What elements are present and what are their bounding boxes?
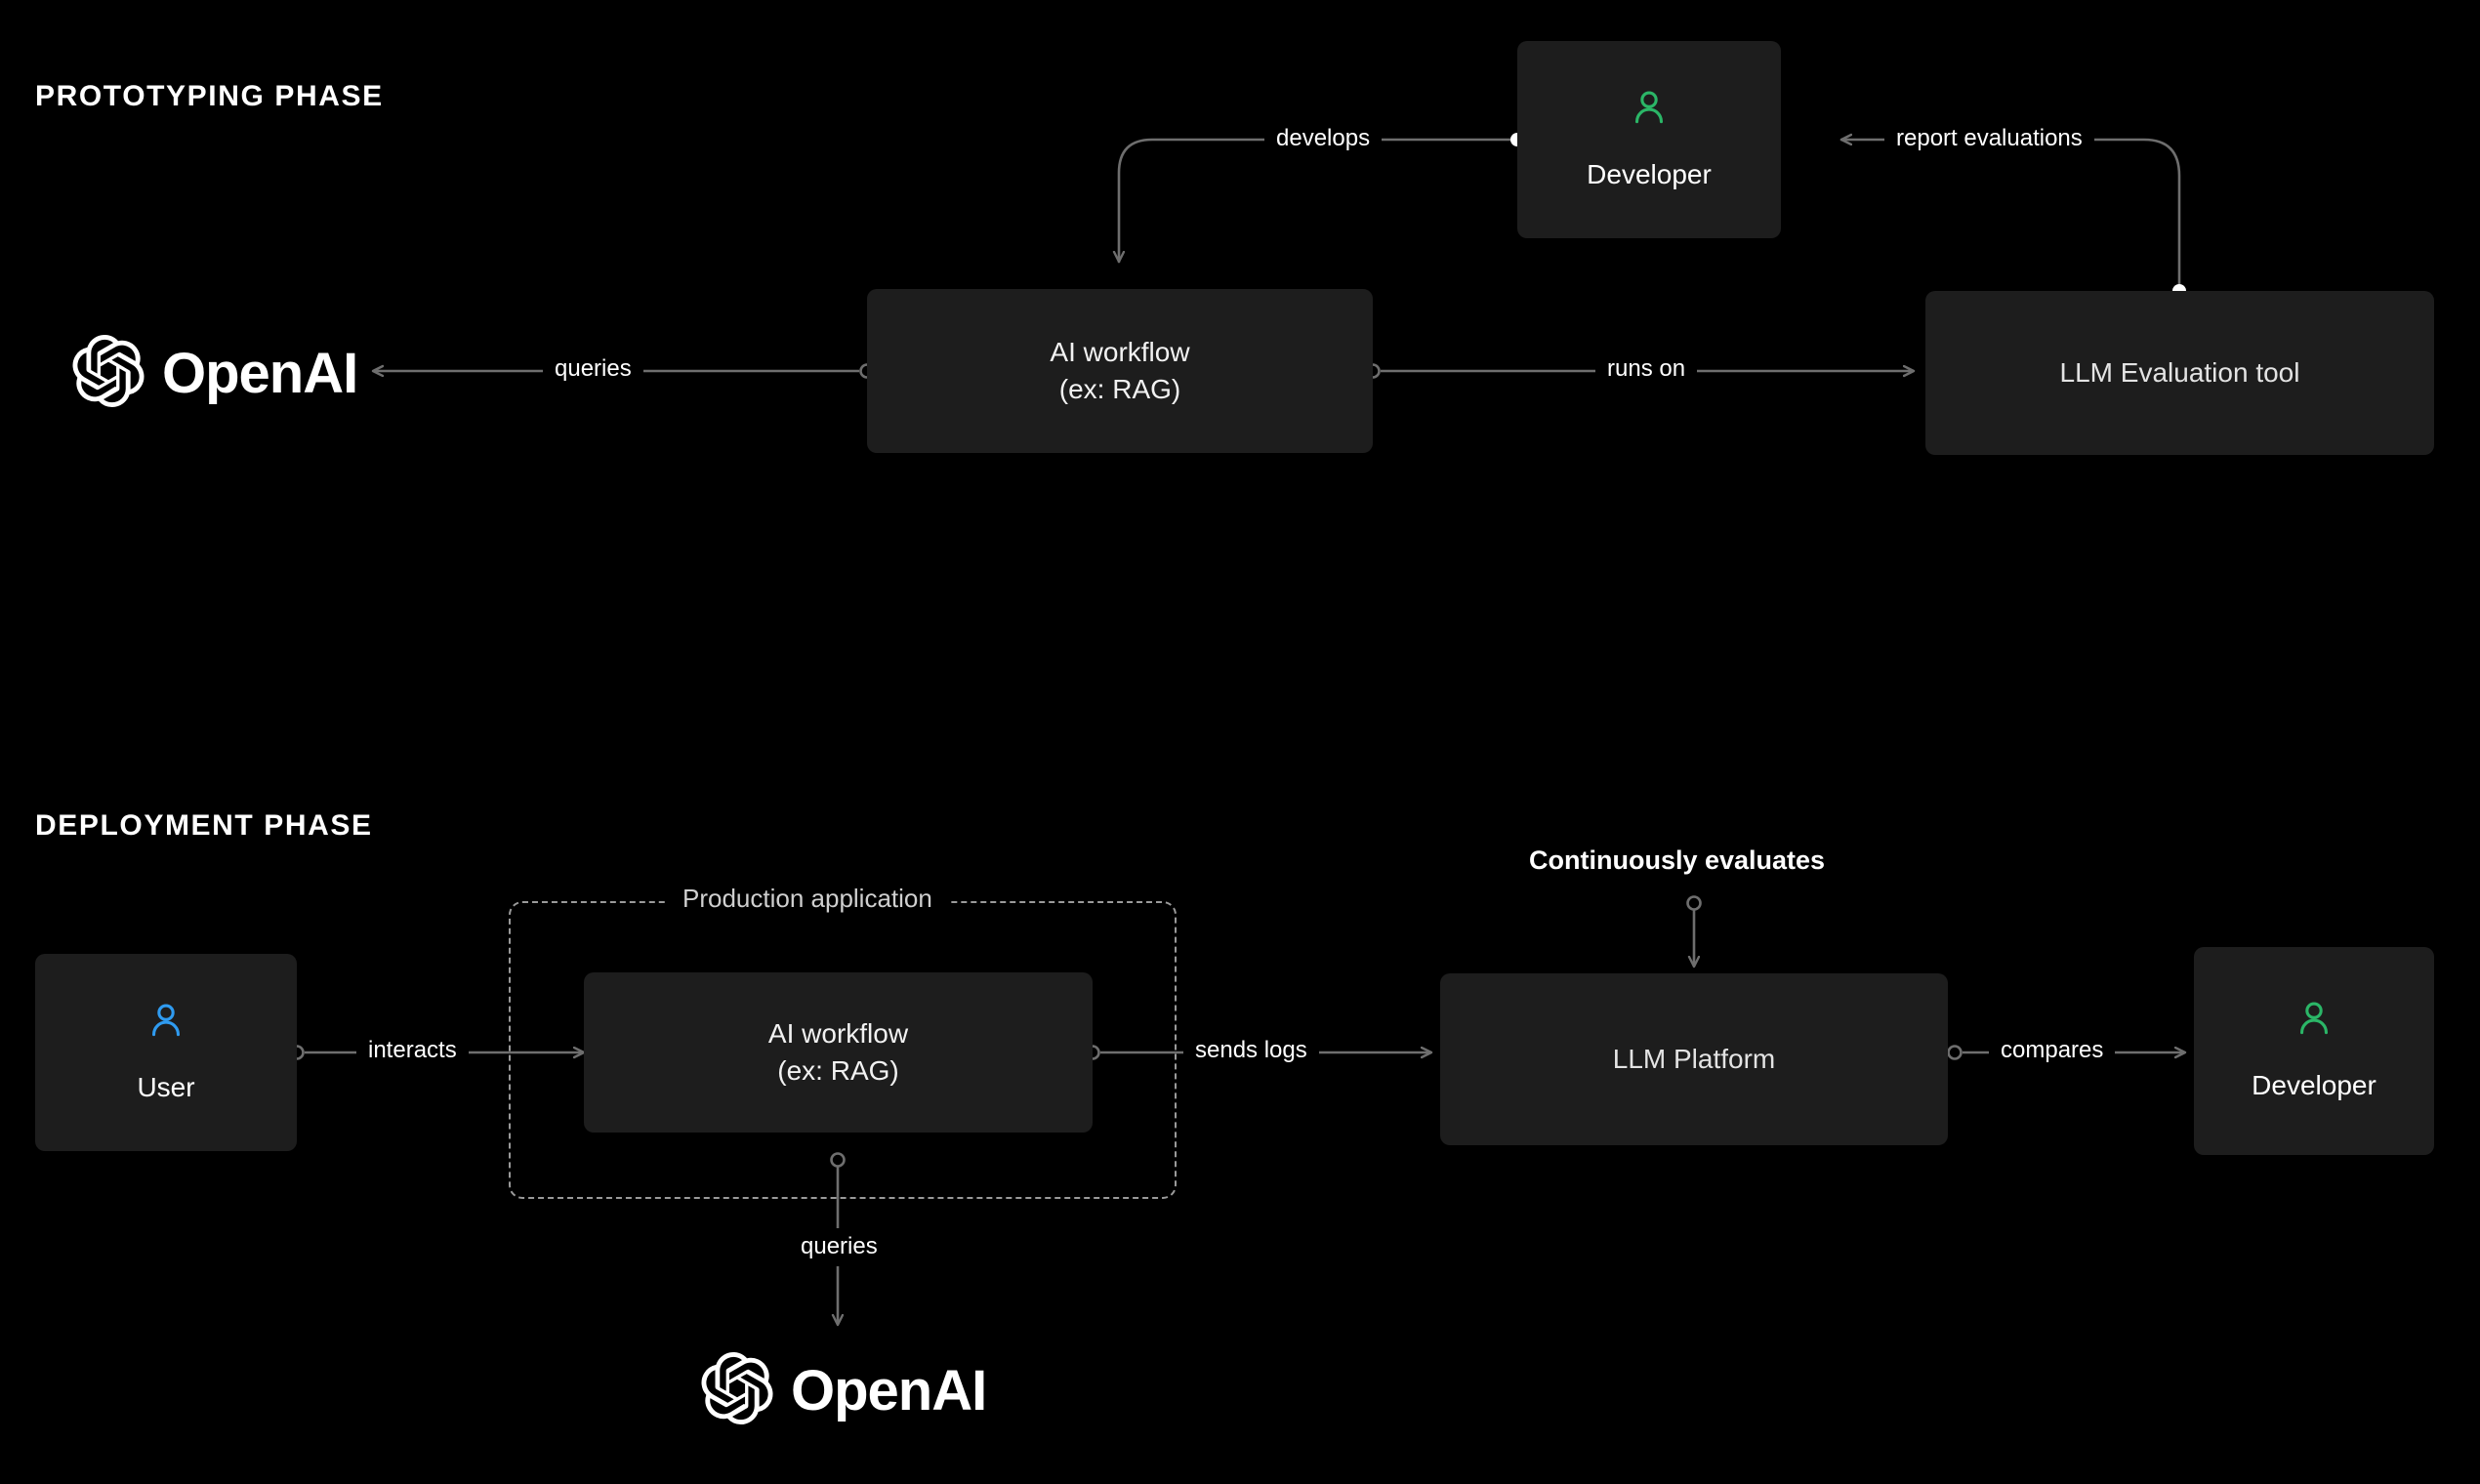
edge-label-continuously-evaluates: Continuously evaluates xyxy=(1529,845,1826,877)
node-label-developer: Developer xyxy=(2252,1070,2377,1101)
edge-label-report-evaluations: report evaluations xyxy=(1884,120,2094,158)
openai-wordmark: OpenAI xyxy=(791,1359,987,1422)
edge-label-queries-prototyping: queries xyxy=(543,350,643,389)
node-developer-prototyping[interactable]: Developer xyxy=(1517,41,1781,238)
phase-title-deployment: DEPLOYMENT PHASE xyxy=(35,809,373,842)
person-icon xyxy=(145,1000,187,1048)
edge-label-develops: develops xyxy=(1264,120,1383,158)
node-label-llm-evaluation-tool: LLM Evaluation tool xyxy=(2059,357,2300,389)
node-developer-deployment[interactable]: Developer xyxy=(2194,947,2434,1155)
node-ai-workflow-deployment[interactable]: AI workflow (ex: RAG) xyxy=(584,972,1093,1133)
node-label-developer: Developer xyxy=(1587,158,1712,189)
person-icon xyxy=(1628,87,1671,135)
openai-wordmark: OpenAI xyxy=(162,342,358,405)
openai-logo-icon xyxy=(701,1352,773,1429)
node-ai-workflow-prototyping[interactable]: AI workflow (ex: RAG) xyxy=(867,289,1373,453)
phase-title-prototyping: PROTOTYPING PHASE xyxy=(35,80,384,112)
node-llm-platform[interactable]: LLM Platform xyxy=(1440,973,1948,1145)
node-llm-evaluation-tool[interactable]: LLM Evaluation tool xyxy=(1925,291,2434,455)
group-label-production-application: Production application xyxy=(667,884,948,914)
openai-logo-deployment: OpenAI xyxy=(701,1352,987,1429)
node-label-ai-workflow: AI workflow (ex: RAG) xyxy=(767,1018,909,1086)
edge-report-evaluations xyxy=(1839,140,2186,298)
openai-logo-icon xyxy=(72,335,145,412)
openai-logo-prototyping: OpenAI xyxy=(72,335,358,412)
edge-continuously-evaluates xyxy=(1686,895,1702,968)
node-label-ai-workflow: AI workflow (ex: RAG) xyxy=(1050,337,1190,404)
edge-label-queries-deployment: queries xyxy=(789,1228,889,1266)
edge-label-interacts: interacts xyxy=(356,1032,469,1070)
node-label-user: User xyxy=(137,1071,195,1102)
node-user[interactable]: User xyxy=(35,954,297,1151)
edge-label-compares: compares xyxy=(1989,1032,2116,1070)
node-label-llm-platform: LLM Platform xyxy=(1612,1044,1776,1075)
edge-label-runs-on: runs on xyxy=(1595,350,1698,389)
person-icon xyxy=(2293,998,2335,1046)
edge-label-sends-logs: sends logs xyxy=(1183,1032,1319,1070)
